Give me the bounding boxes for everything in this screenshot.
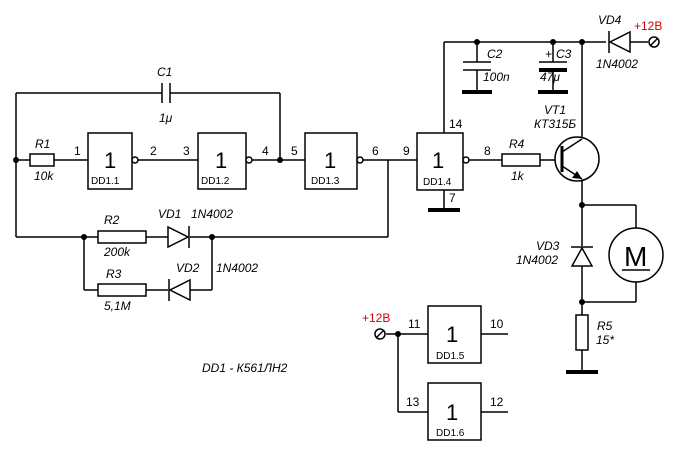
vd4-value: 1N4002 <box>596 57 638 71</box>
chip-note: DD1 - К561ЛН2 <box>202 361 288 375</box>
power-terminal-top: +12В <box>634 19 662 48</box>
r4-value: 1k <box>511 169 525 183</box>
c3-plus: + <box>545 47 552 61</box>
wires <box>15 41 648 413</box>
diode-vd3: VD3 1N4002 <box>516 239 594 267</box>
diode-vd1: VD1 1N4002 <box>158 207 233 249</box>
resistor-r1: R1 10k <box>29 137 55 183</box>
gate-dd1-5-symbol: 1 <box>446 322 458 347</box>
gate-dd1-2-in-pin: 3 <box>183 144 190 158</box>
junction-dots <box>13 39 585 337</box>
gate-dd1-4-out-pin: 8 <box>484 144 491 158</box>
vd3-value: 1N4002 <box>516 253 558 267</box>
c1-value: 1μ <box>159 111 173 125</box>
c3-ref: C3 <box>556 47 572 61</box>
gate-dd1-3-in-pin: 5 <box>291 144 298 158</box>
r1-value: 10k <box>34 169 54 183</box>
vd2-value: 1N4002 <box>216 261 258 275</box>
gate-dd1-3-ref: DD1.3 <box>311 176 340 187</box>
vd1-value: 1N4002 <box>191 207 233 221</box>
gate-dd1-4-vcc-pin: 14 <box>449 117 463 131</box>
motor-symbol: M <box>624 241 647 272</box>
r3-value: 5,1M <box>104 299 131 313</box>
resistor-r5: R5 15* <box>575 314 614 351</box>
gate-dd1-4-ref: DD1.4 <box>423 177 452 188</box>
r2-ref: R2 <box>104 213 120 227</box>
gate-dd1-1-out-pin: 2 <box>150 144 157 158</box>
vd2-ref: VD2 <box>176 261 200 275</box>
gate-dd1-3: 1 DD1.3 5 6 <box>291 132 379 190</box>
gate-dd1-2-ref: DD1.2 <box>201 176 230 187</box>
gate-dd1-6-ref: DD1.6 <box>436 428 465 439</box>
capacitor-c2: C2 100n <box>463 47 510 84</box>
resistor-r2: R2 200k <box>97 213 147 259</box>
ground-symbols <box>428 90 598 374</box>
gate-dd1-1-ref: DD1.1 <box>91 176 120 187</box>
c2-value: 100n <box>483 70 510 84</box>
gate-dd1-5-out-pin: 10 <box>490 317 504 331</box>
gate-dd1-1: 1 DD1.1 1 2 <box>74 132 157 190</box>
vd3-ref: VD3 <box>536 239 560 253</box>
gate-dd1-6: 1 DD1.6 13 12 <box>406 382 504 441</box>
gate-dd1-2: 1 DD1.2 3 4 <box>183 132 269 190</box>
power-label-top: +12В <box>634 19 662 33</box>
gate-dd1-6-out-pin: 12 <box>490 395 504 409</box>
transistor-vt1: VT1 КТ315Б <box>534 103 600 182</box>
gate-dd1-3-symbol: 1 <box>324 148 336 173</box>
gate-dd1-1-in-pin: 1 <box>74 144 81 158</box>
gate-dd1-4-symbol: 1 <box>432 148 444 173</box>
gate-dd1-4: 1 DD1.4 9 8 14 7 <box>403 117 491 205</box>
diode-vd2: VD2 1N4002 <box>168 261 258 302</box>
capacitor-c3: + C3 47μ <box>539 47 572 84</box>
capacitor-c1: C1 1μ <box>157 65 173 125</box>
vt1-ref: VT1 <box>544 103 566 117</box>
vd1-ref: VD1 <box>158 207 181 221</box>
gate-dd1-2-out-pin: 4 <box>262 144 269 158</box>
gate-dd1-6-symbol: 1 <box>446 400 458 425</box>
c1-ref: C1 <box>157 65 172 79</box>
r5-value: 15* <box>596 333 614 347</box>
r5-ref: R5 <box>597 319 613 333</box>
gate-dd1-5-ref: DD1.5 <box>436 351 465 362</box>
motor-m: M <box>608 227 664 283</box>
vd4-ref: VD4 <box>598 13 622 27</box>
gate-dd1-4-in-pin: 9 <box>403 144 410 158</box>
r3-ref: R3 <box>106 267 122 281</box>
c3-value: 47μ <box>540 70 560 84</box>
diode-vd4: VD4 1N4002 <box>596 13 638 71</box>
resistor-r3: R3 5,1M <box>97 267 147 313</box>
vt1-value: КТ315Б <box>534 117 576 131</box>
gate-dd1-1-symbol: 1 <box>104 148 116 173</box>
gate-dd1-3-out-pin: 6 <box>372 144 379 158</box>
gate-dd1-6-in-pin: 13 <box>406 395 420 409</box>
r1-ref: R1 <box>35 137 50 151</box>
resistor-r4: R4 1k <box>501 137 541 183</box>
gate-dd1-2-symbol: 1 <box>215 148 227 173</box>
r4-ref: R4 <box>509 137 525 151</box>
gate-dd1-5: 1 DD1.5 11 10 <box>408 305 504 364</box>
power-label-bottom: +12В <box>362 311 390 325</box>
gate-dd1-5-in-pin: 11 <box>408 317 421 331</box>
r2-value: 200k <box>103 245 131 259</box>
power-terminal-bottom: +12В <box>362 311 390 340</box>
gate-dd1-4-gnd-pin: 7 <box>449 191 456 205</box>
c2-ref: C2 <box>487 47 503 61</box>
